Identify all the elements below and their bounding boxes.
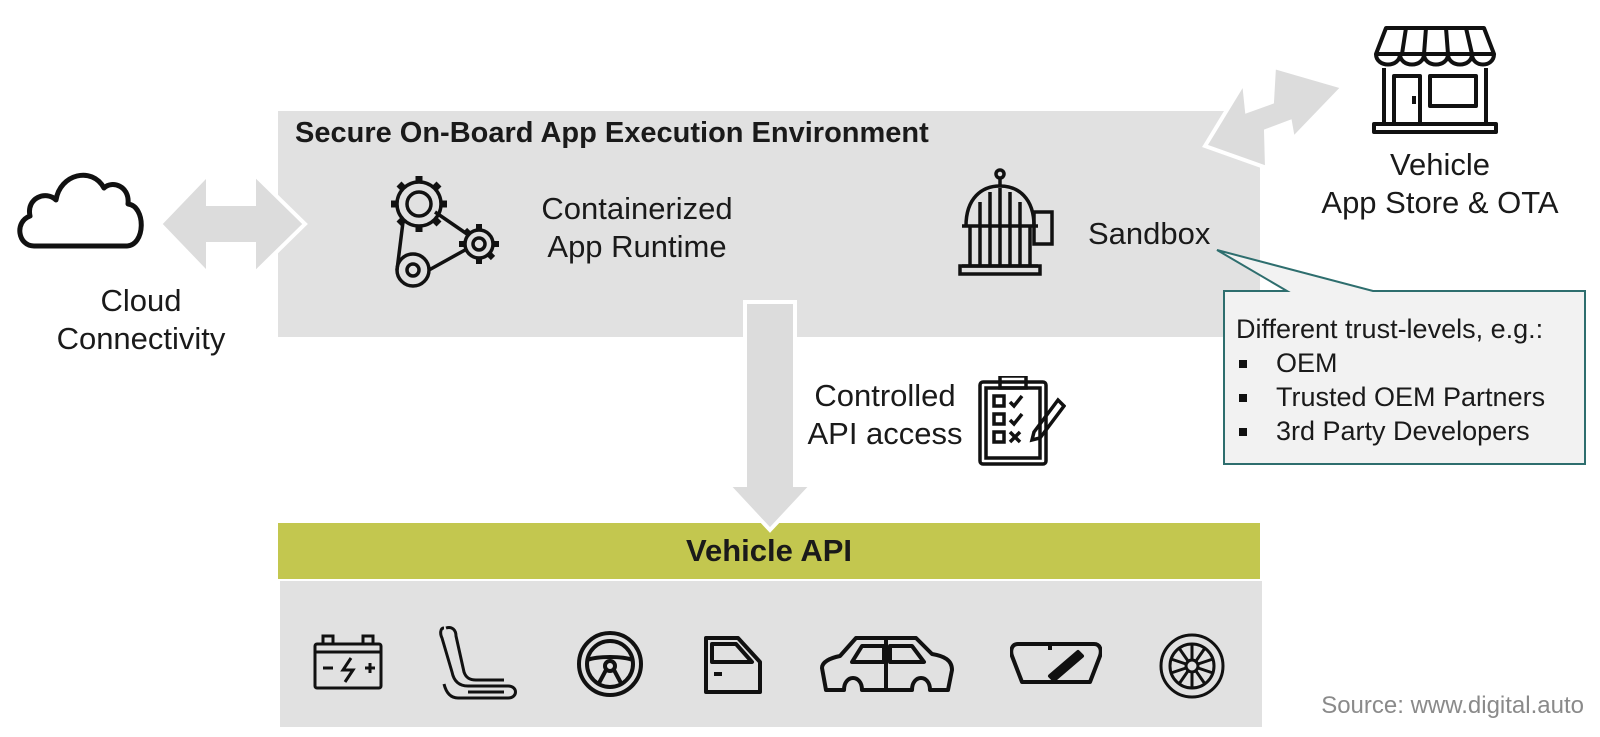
- gears-icon: [391, 176, 499, 288]
- battery-icon: [313, 634, 383, 690]
- source-credit: Source: www.digital.auto: [1321, 692, 1584, 719]
- callout-heading: Different trust-levels, e.g.:: [1236, 314, 1544, 344]
- seat-icon: [439, 626, 517, 700]
- windshield-wiper-icon: [1010, 642, 1102, 684]
- runtime-label-line1: Containerized: [541, 191, 733, 226]
- birdcage-icon: [958, 168, 1054, 276]
- cloud-icon: [17, 172, 144, 249]
- store-label-line2: App Store & OTA: [1321, 185, 1559, 220]
- vehicle-api-bar: Vehicle API: [278, 523, 1260, 579]
- trust-level-item: OEM: [1236, 346, 1545, 380]
- cloud-label: Cloud Connectivity: [46, 282, 236, 358]
- car-body-icon: [820, 636, 954, 692]
- checklist-icon: [978, 376, 1066, 466]
- trust-level-list: OEM Trusted OEM Partners 3rd Party Devel…: [1236, 346, 1545, 448]
- cloud-label-line2: Connectivity: [56, 321, 226, 356]
- vehicle-components-box: [280, 581, 1262, 727]
- environment-title: Secure On-Board App Execution Environmen…: [295, 117, 929, 149]
- sandbox-label: Sandbox: [1088, 216, 1211, 251]
- runtime-label-line2: App Runtime: [547, 229, 727, 264]
- store-icon: [1372, 26, 1498, 134]
- callout-shape: [1216, 249, 1586, 465]
- steering-wheel-icon: [577, 631, 643, 697]
- execution-environment-box: [278, 111, 1260, 337]
- api-access-label-line1: Controlled: [814, 378, 956, 413]
- wheel-icon: [1159, 633, 1225, 699]
- trust-level-item: Trusted OEM Partners: [1236, 380, 1545, 414]
- store-label-line1: Vehicle: [1390, 147, 1490, 182]
- vehicle-api-label: Vehicle API: [686, 533, 852, 568]
- store-double-arrow: [1202, 64, 1347, 171]
- store-label: Vehicle App Store & OTA: [1315, 146, 1565, 222]
- runtime-label: Containerized App Runtime: [515, 190, 759, 266]
- trust-level-item: 3rd Party Developers: [1236, 414, 1545, 448]
- cloud-label-line1: Cloud: [100, 283, 182, 318]
- cloud-double-arrow: [157, 169, 308, 279]
- car-door-icon: [704, 636, 762, 694]
- api-access-label-line2: API access: [807, 416, 963, 451]
- api-down-arrow: [723, 300, 817, 533]
- api-access-label: Controlled API access: [805, 377, 965, 453]
- trust-levels-callout: Different trust-levels, e.g.: OEM Truste…: [1236, 312, 1545, 448]
